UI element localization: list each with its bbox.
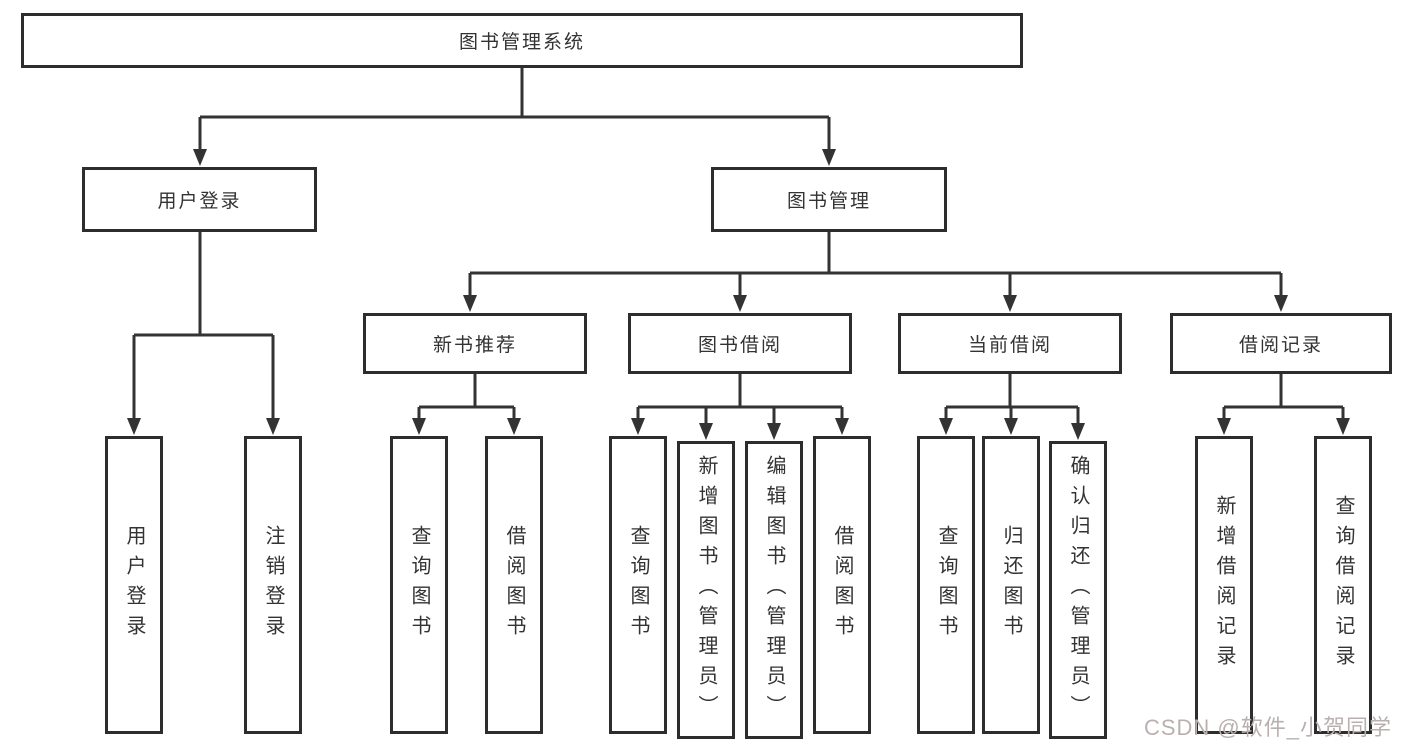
leaf-edit-book-admin: 编辑图书（管理员） [745, 441, 803, 739]
leaf-user-login: 用户登录 [105, 436, 163, 734]
leaf-return-book-label: 归还图书 [1000, 525, 1022, 645]
node-new-book-recommend-label: 新书推荐 [432, 335, 517, 356]
node-borrow-record: 借阅记录 [1170, 313, 1392, 374]
node-book-management: 图书管理 [711, 167, 947, 232]
node-borrow-record-label: 借阅记录 [1238, 335, 1323, 356]
leaf-query-borrow-record-label: 查询借阅记录 [1332, 495, 1354, 675]
leaf-current-query-book-label: 查询图书 [935, 525, 957, 645]
leaf-borrow-book-label: 借阅图书 [831, 525, 853, 645]
leaf-edit-book-admin-label: 编辑图书（管理员） [763, 455, 785, 725]
node-new-book-recommend: 新书推荐 [363, 313, 587, 374]
leaf-add-borrow-record-label: 新增借阅记录 [1213, 495, 1235, 675]
leaf-recommend-borrow-book: 借阅图书 [485, 436, 543, 734]
leaf-logout: 注销登录 [244, 436, 302, 734]
leaf-confirm-return-admin-label: 确认归还（管理员） [1067, 455, 1089, 725]
leaf-add-book-admin-label: 新增图书（管理员） [695, 455, 717, 725]
leaf-borrow-query-book-label: 查询图书 [627, 525, 649, 645]
node-book-borrow-label: 图书借阅 [697, 335, 782, 356]
node-user-login-label: 用户登录 [157, 191, 242, 212]
node-current-borrow: 当前借阅 [898, 313, 1122, 374]
leaf-borrow-query-book: 查询图书 [609, 436, 667, 734]
leaf-current-query-book: 查询图书 [917, 436, 975, 734]
leaf-user-login-label: 用户登录 [123, 525, 145, 645]
node-book-management-label: 图书管理 [786, 191, 871, 212]
node-book-borrow: 图书借阅 [628, 313, 852, 374]
leaf-return-book: 归还图书 [982, 436, 1040, 734]
leaf-confirm-return-admin: 确认归还（管理员） [1049, 441, 1107, 739]
leaf-logout-label: 注销登录 [262, 525, 284, 645]
leaf-add-borrow-record: 新增借阅记录 [1195, 436, 1253, 734]
node-root: 图书管理系统 [21, 13, 1023, 68]
node-root-label: 图书管理系统 [458, 32, 585, 53]
leaf-recommend-borrow-book-label: 借阅图书 [503, 525, 525, 645]
leaf-add-book-admin: 新增图书（管理员） [677, 441, 735, 739]
leaf-query-borrow-record: 查询借阅记录 [1314, 436, 1372, 734]
leaf-borrow-book: 借阅图书 [813, 436, 871, 734]
node-user-login: 用户登录 [82, 167, 317, 232]
leaf-recommend-query-book: 查询图书 [390, 436, 448, 734]
connector-paths [132, 68, 1345, 425]
node-current-borrow-label: 当前借阅 [967, 335, 1052, 356]
arrowheads [127, 149, 1350, 440]
leaf-recommend-query-book-label: 查询图书 [408, 525, 430, 645]
watermark-text: CSDN @软件_小贺同学 [1143, 715, 1392, 740]
